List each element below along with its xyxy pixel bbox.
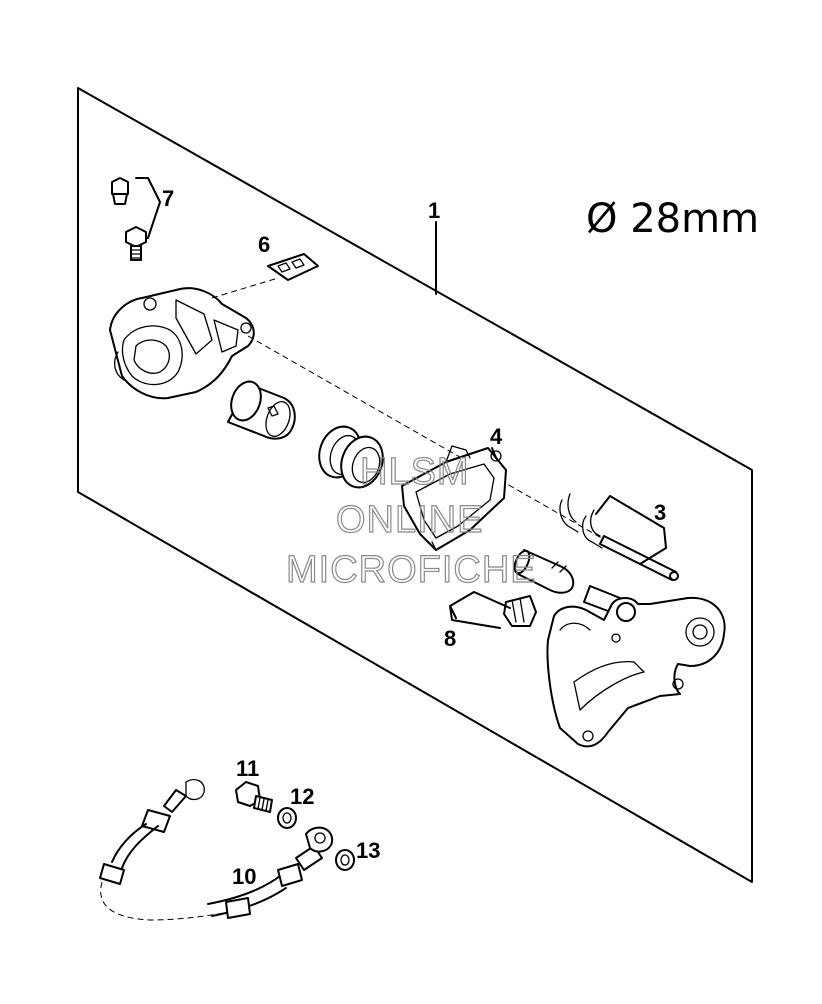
svg-text:HLSM: HLSM — [360, 451, 470, 493]
callout-4: 4 — [490, 424, 503, 449]
leader-8 — [449, 591, 511, 629]
piston — [227, 380, 296, 440]
assembly-frame — [77, 87, 753, 883]
callout-6: 6 — [258, 232, 270, 257]
pad-pin-and-clips — [559, 493, 679, 581]
brake-hose — [99, 778, 334, 921]
callout-7: 7 — [162, 186, 174, 211]
callout-12: 12 — [290, 784, 314, 809]
piston-diameter-label: Ø 28mm — [586, 196, 759, 242]
caliper-bracket — [546, 596, 726, 748]
leader-7 — [135, 177, 161, 239]
guide-line-clip — [211, 277, 279, 299]
svg-text:ONLINE: ONLINE — [336, 499, 483, 541]
bleed-screw-group — [111, 177, 147, 261]
leader-3 — [595, 495, 667, 565]
callout-3: 3 — [654, 500, 666, 525]
callout-1: 1 — [428, 198, 440, 223]
brake-pads — [401, 445, 507, 551]
sealing-washer-12 — [277, 807, 297, 829]
svg-text:MICROFICHE: MICROFICHE — [286, 549, 537, 591]
piston-seal — [318, 425, 384, 489]
callout-11: 11 — [236, 756, 259, 781]
watermark: HLSM ONLINE MICROFICHE — [285, 450, 537, 591]
callout-13: 13 — [356, 838, 380, 863]
callout-10: 10 — [232, 864, 256, 889]
pad-spring-clip — [267, 253, 319, 281]
leader-4 — [491, 447, 497, 459]
caliper-body — [109, 287, 255, 400]
banjo-bolt — [235, 781, 273, 813]
sealing-washer-13 — [335, 849, 355, 871]
callout-8: 8 — [444, 626, 456, 651]
